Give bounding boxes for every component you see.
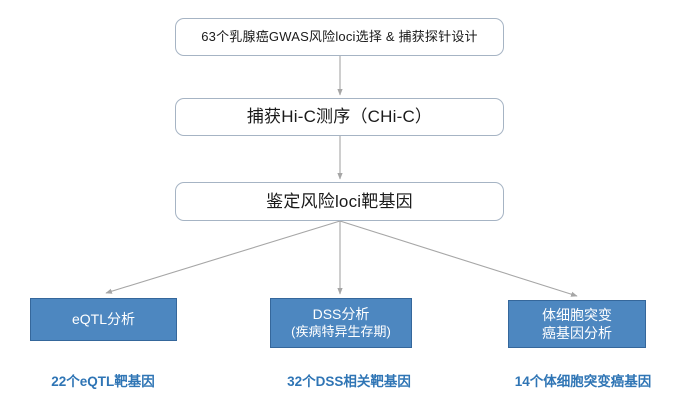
analysis-box-label-line1: 体细胞突变 bbox=[542, 306, 612, 323]
analysis-box-dss[interactable]: DSS分析 (疾病特异生存期) bbox=[270, 298, 412, 348]
analysis-box-label-line2: 癌基因分析 bbox=[542, 325, 612, 341]
analysis-box-somatic-mutation[interactable]: 体细胞突变 癌基因分析 bbox=[508, 300, 646, 348]
result-label-somatic: 14个体细胞突变癌基因 bbox=[514, 374, 652, 389]
process-box-label: 捕获Hi-C测序（CHi-C） bbox=[246, 107, 433, 127]
connector-step3-branch-somatic bbox=[339, 220, 578, 297]
process-box-label: 63个乳腺癌GWAS风险loci选择 & 捕获探针设计 bbox=[201, 28, 478, 44]
analysis-box-label-line1: eQTL分析 bbox=[71, 311, 135, 328]
result-label-eqtl: 22个eQTL靶基因 bbox=[51, 374, 155, 389]
process-box-gwas-loci-selection[interactable]: 63个乳腺癌GWAS风险loci选择 & 捕获探针设计 bbox=[175, 18, 504, 56]
analysis-box-eqtl[interactable]: eQTL分析 bbox=[30, 298, 177, 341]
connector-step3-branch-eqtl bbox=[105, 220, 341, 294]
process-box-capture-hic-sequencing[interactable]: 捕获Hi-C测序（CHi-C） bbox=[175, 98, 504, 136]
analysis-box-label-line2: (疾病特异生存期) bbox=[291, 323, 391, 339]
result-label-dss: 32个DSS相关靶基因 bbox=[287, 374, 411, 389]
analysis-box-label-line1: DSS分析 bbox=[312, 306, 370, 323]
process-box-identify-target-genes[interactable]: 鉴定风险loci靶基因 bbox=[175, 182, 504, 221]
process-box-label: 鉴定风险loci靶基因 bbox=[266, 191, 413, 211]
